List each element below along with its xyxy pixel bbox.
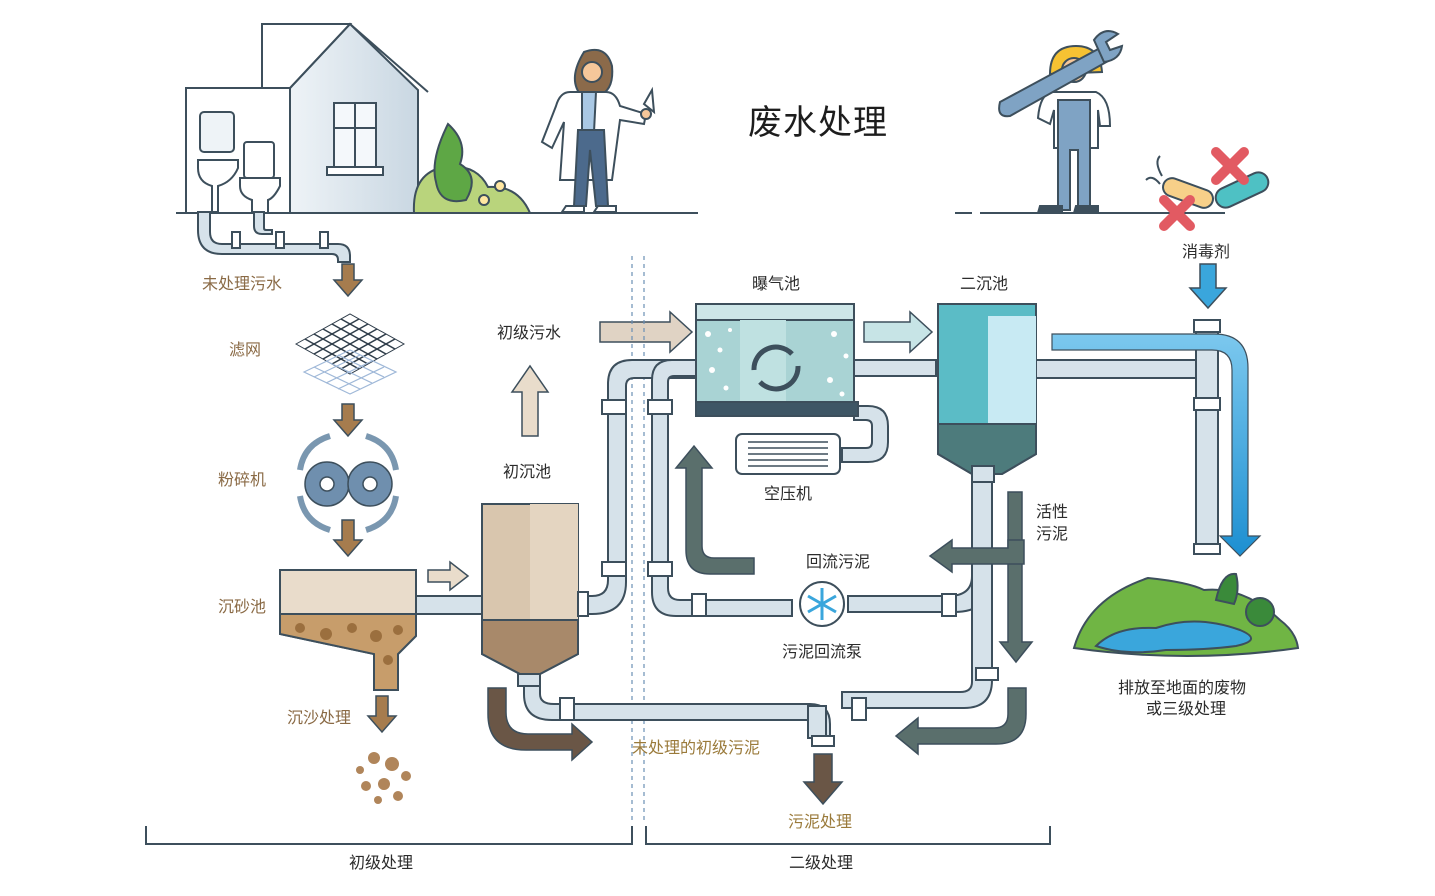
label-grit-chamber: 沉砂池 <box>218 597 267 616</box>
label-primary-treatment: 初级处理 <box>349 853 414 872</box>
primary-clarifier-tank <box>481 503 579 687</box>
label-return-sludge: 回流污泥 <box>806 552 871 571</box>
arrow-to-secondary <box>863 310 934 354</box>
sludge-return-pump <box>799 581 845 627</box>
grit-particles <box>356 752 411 804</box>
label-grit-disposal: 沉沙处理 <box>287 708 352 727</box>
label-activated-sludge-2: 污泥 <box>1036 524 1069 543</box>
air-compressor <box>735 433 841 475</box>
label-screen: 滤网 <box>229 340 262 359</box>
shrub-illustration <box>412 122 532 214</box>
label-activated-sludge-1: 活性 <box>1036 502 1069 521</box>
label-untreated-sewage: 未处理污水 <box>202 274 283 293</box>
section-brackets <box>145 826 1051 845</box>
pipe-joints <box>559 319 1221 747</box>
pipe-grit-to-primary <box>415 595 483 615</box>
screen-icon <box>294 313 406 395</box>
label-primary-clarifier: 初沉池 <box>503 462 552 481</box>
house-illustration <box>185 22 429 214</box>
label-sludge-disposal: 污泥处理 <box>788 812 853 831</box>
sludge-arrows <box>487 444 1034 806</box>
landscape-illustration <box>1072 572 1300 657</box>
secondary-clarifier-tank <box>937 303 1037 483</box>
label-sludge-return-pump: 污泥回流泵 <box>782 642 863 661</box>
label-primary-sewage: 初级污水 <box>497 323 562 342</box>
page-title: 废水处理 <box>748 103 888 143</box>
discharge-flow <box>1051 333 1262 557</box>
label-disinfectant: 消毒剂 <box>1182 242 1231 261</box>
label-secondary-treatment: 二级处理 <box>789 853 854 872</box>
label-discharge-2: 或三级处理 <box>1146 699 1227 718</box>
aeration-tank <box>695 303 859 417</box>
label-air-compressor: 空压机 <box>764 484 813 503</box>
flow-arrows-left <box>332 263 398 734</box>
bacteria-icon <box>1145 147 1270 231</box>
scientist-illustration <box>540 48 656 213</box>
section-divider <box>631 256 645 820</box>
label-aeration-tank: 曝气池 <box>752 274 801 293</box>
arrow-to-aeration <box>599 310 694 354</box>
label-secondary-clarifier: 二沉池 <box>960 274 1009 293</box>
flow-arrow-to-primary <box>427 560 470 592</box>
disinfectant-arrow <box>1188 263 1228 310</box>
label-grinder: 粉碎机 <box>218 470 267 489</box>
grit-chamber-tank <box>279 569 417 691</box>
grinder-icon <box>297 433 399 533</box>
house-drain-pipe <box>197 211 351 263</box>
label-discharge-1: 排放至地面的废物 <box>1118 678 1247 697</box>
worker-illustration <box>998 30 1124 214</box>
label-untreated-primary-sludge: 未处理的初级污泥 <box>632 738 761 757</box>
process-pipes <box>523 319 1219 739</box>
arrow-up-primary-sewage <box>510 364 550 437</box>
